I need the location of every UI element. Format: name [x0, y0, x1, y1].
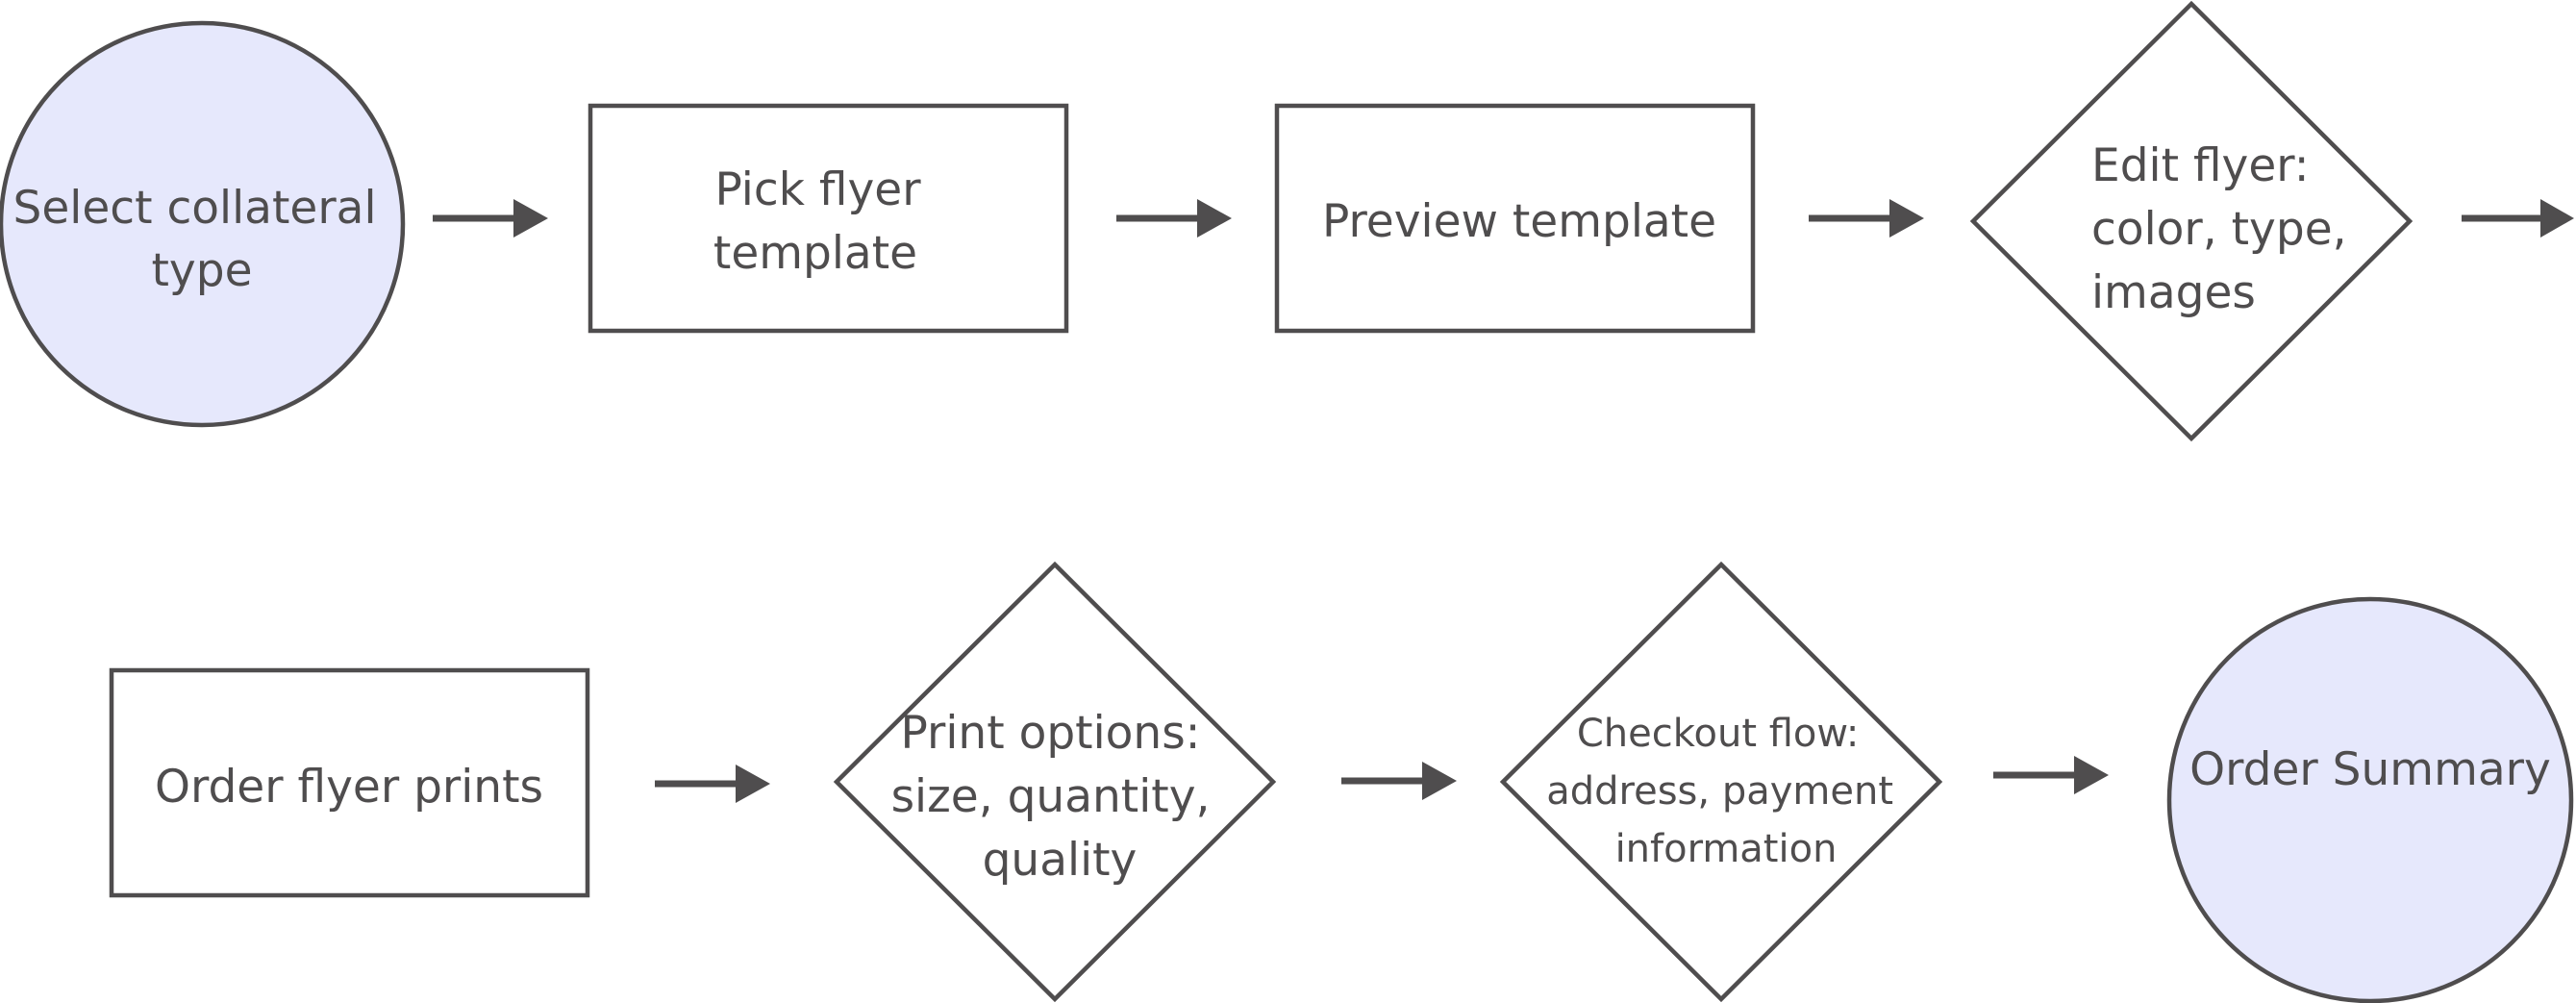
node-checkout-flow: Checkout flow: address, payment informat…	[1499, 561, 1943, 1003]
node-order-summary: Order Summary	[2166, 596, 2574, 1003]
node-label-line: type	[152, 244, 253, 297]
arrow-6	[1341, 762, 1457, 800]
svg-text:Order flyer prints: Order flyer prints	[155, 761, 543, 814]
node-label-line: Print options:	[901, 707, 1201, 760]
svg-text:Preview template: Preview template	[1322, 195, 1716, 248]
node-print-options: Print options: size, quantity, quality	[833, 561, 1277, 1003]
arrow-1	[433, 199, 548, 238]
node-select-collateral: Select collateral type	[0, 20, 406, 428]
node-label-line: template	[713, 227, 917, 280]
node-label-line: Select collateral	[13, 182, 377, 235]
node-preview-template: Preview template	[1274, 103, 1756, 334]
node-label-line: quality	[983, 834, 1138, 887]
node-label-line: Preview template	[1322, 195, 1716, 248]
node-label-line: Order flyer prints	[155, 761, 543, 814]
node-pick-template: Pick flyer template	[588, 103, 1069, 334]
node-order-prints: Order flyer prints	[109, 667, 590, 898]
svg-text:Edit flyer: color, type,: Edit flyer: color, type, images	[2091, 139, 2362, 319]
node-label-line: size, quantity,	[891, 770, 1211, 823]
node-label-line: information	[1615, 827, 1838, 871]
node-edit-flyer: Edit flyer: color, type, images	[1969, 0, 2413, 442]
node-label-line: address, payment	[1546, 769, 1893, 814]
arrow-3	[1809, 199, 1924, 238]
svg-text:Print options: size, qua: Print options: size, quantity, quality	[891, 707, 1225, 887]
node-label-line: Edit flyer:	[2091, 139, 2310, 192]
arrow-2	[1116, 199, 1232, 238]
node-label-line: images	[2091, 266, 2256, 319]
node-label-line: Order Summary	[2189, 743, 2551, 796]
svg-text:Order Summary: Order Summary	[2189, 743, 2551, 796]
node-label-line: color, type,	[2091, 203, 2347, 256]
svg-text:Checkout flow: address,: Checkout flow: address, payment informat…	[1546, 712, 1905, 871]
node-label-line: Checkout flow:	[1577, 712, 1860, 756]
arrow-7	[1993, 756, 2109, 794]
svg-text:Select collateral type: Select collateral type	[13, 182, 391, 297]
svg-text:Pick flyer template: Pick flyer template	[713, 163, 936, 280]
node-label-line: Pick flyer	[715, 163, 922, 216]
arrow-4	[2462, 199, 2574, 238]
arrow-5	[655, 765, 770, 803]
